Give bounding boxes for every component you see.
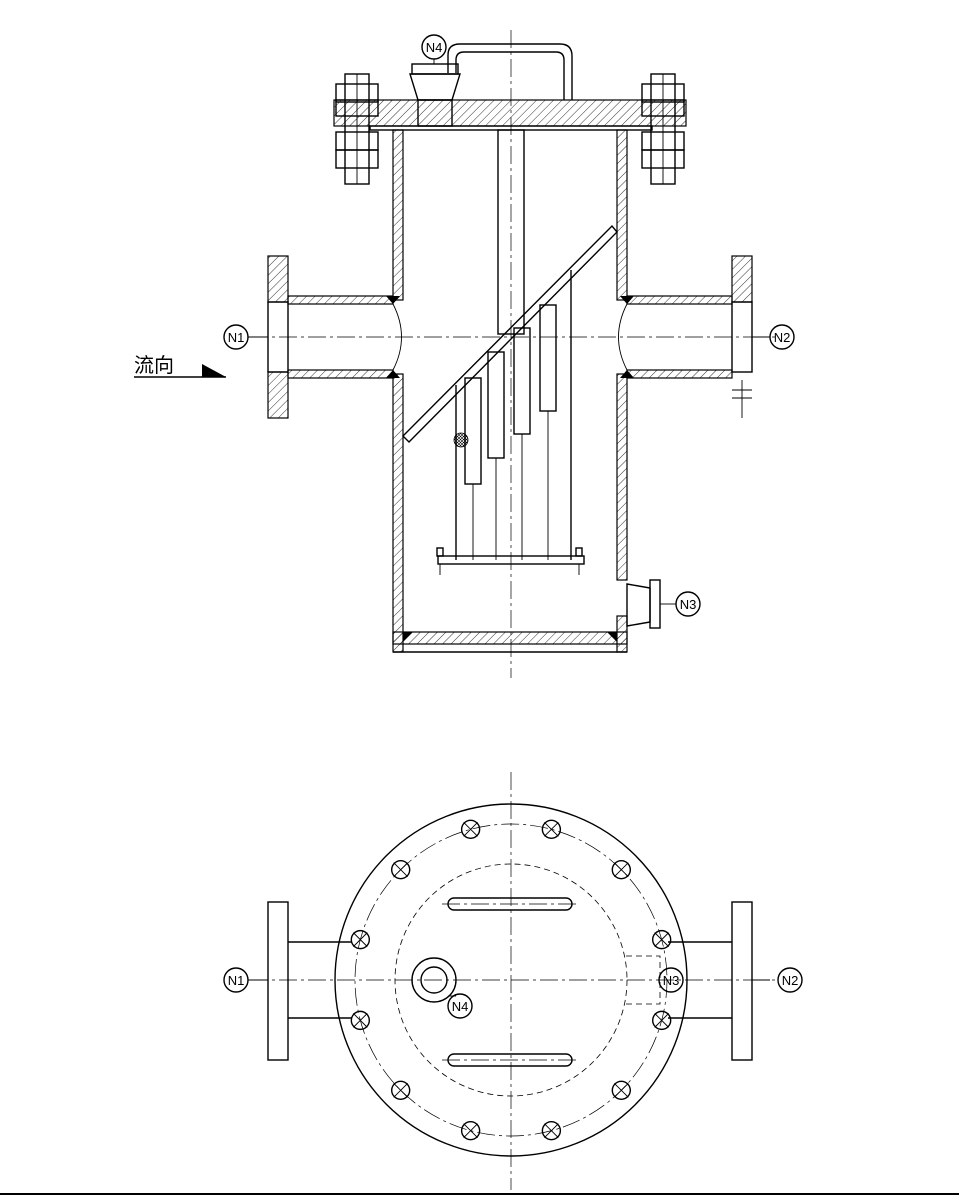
bolt-hole-cross xyxy=(654,1013,670,1028)
bolt-hole xyxy=(350,929,371,950)
plan-n2-label: N2 xyxy=(782,973,799,988)
vent-outer xyxy=(411,957,457,1003)
n4-balloon: N4 xyxy=(421,34,447,64)
shell-right-mid xyxy=(616,373,628,581)
bolt-hole xyxy=(541,1120,562,1141)
flow-direction-label: 流向 xyxy=(134,353,174,377)
bolt-hole-cross xyxy=(544,821,559,837)
right-bolt xyxy=(641,73,685,185)
vent-inner xyxy=(420,966,448,994)
n1-label: N1 xyxy=(228,330,245,345)
plan-n1-label: N1 xyxy=(228,973,245,988)
n3-balloon: N3 xyxy=(660,591,701,617)
plan-n3-balloon: N3 xyxy=(658,967,684,993)
vent-plug-n4 xyxy=(409,63,461,127)
bolt-hole-cross xyxy=(352,1013,368,1028)
bolt-hole xyxy=(350,1010,371,1031)
n2-label: N2 xyxy=(774,330,791,345)
cover-plate xyxy=(333,99,687,127)
bolt-hole xyxy=(460,1120,481,1141)
outlet-nozzle xyxy=(618,255,753,418)
drain-n3 xyxy=(626,579,661,629)
plan-n4-balloon: N4 xyxy=(447,993,473,1019)
inlet-nozzle-plan xyxy=(267,901,352,1061)
shell-hidden xyxy=(394,863,628,1097)
plan-n1-balloon: N1 xyxy=(223,967,268,993)
filter-elements xyxy=(436,270,585,575)
bolt-circle xyxy=(354,823,668,1137)
bolt-hole-cross xyxy=(352,932,368,947)
section-view: 流向 N1 N2 N3 N4 xyxy=(134,30,795,678)
bolt-hole xyxy=(390,859,411,880)
bolt-hole-cross xyxy=(544,1123,559,1138)
bolt-hole-cross xyxy=(613,1082,629,1098)
plan-n4-label: N4 xyxy=(452,999,469,1014)
inlet-nozzle xyxy=(267,255,402,419)
bolt-hole xyxy=(611,1080,632,1101)
bolt-hole xyxy=(541,819,562,840)
shell-left-upper xyxy=(392,129,404,301)
bolt-hole-cross xyxy=(613,862,629,878)
bolt-hole xyxy=(651,929,672,950)
n2-balloon: N2 xyxy=(752,324,795,350)
bolt-hole xyxy=(390,1080,411,1101)
n4-label: N4 xyxy=(426,40,443,55)
bottom-head xyxy=(392,631,628,645)
bolt-hole-cross xyxy=(463,1123,478,1138)
flow-direction: 流向 xyxy=(134,353,226,378)
bolt-hole-cross xyxy=(393,1082,409,1098)
plan-view: N1 N2 N3 N4 xyxy=(223,772,803,1190)
cover-outline xyxy=(334,803,688,1157)
bolt-hole-cross xyxy=(463,821,478,837)
n3-label: N3 xyxy=(680,597,697,612)
bolt-hole xyxy=(460,819,481,840)
plan-n2-balloon: N2 xyxy=(752,967,803,993)
bolt-hole xyxy=(611,859,632,880)
left-bolt xyxy=(335,73,379,185)
n1-balloon: N1 xyxy=(223,324,268,350)
bolt-hole-cross xyxy=(654,932,670,947)
bolt-hole xyxy=(651,1010,672,1031)
shell-right-upper xyxy=(616,129,628,301)
plan-n3-label: N3 xyxy=(663,973,680,988)
shell-left-lower xyxy=(392,373,404,653)
mesh-detail xyxy=(453,432,469,448)
outlet-nozzle-plan xyxy=(668,901,753,1061)
bolt-hole-cross xyxy=(393,862,409,878)
bolt-holes xyxy=(350,819,672,1141)
